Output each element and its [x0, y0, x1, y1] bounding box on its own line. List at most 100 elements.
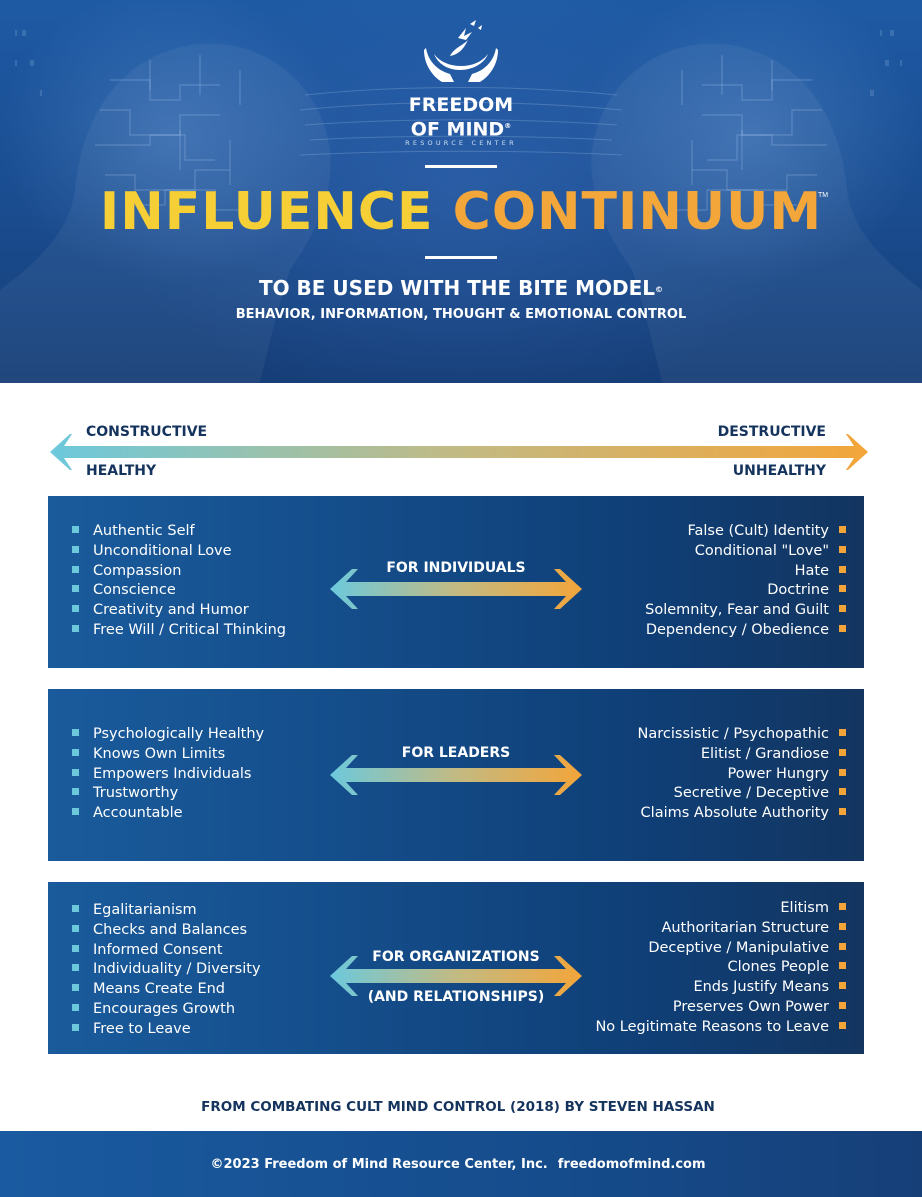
- logo-line-2: OF MIND®: [410, 118, 512, 141]
- list-item: Elitist / Grandiose: [638, 745, 846, 765]
- panel-label-organizations: FOR ORGANIZATIONS: [372, 949, 540, 965]
- panel-label-individuals: FOR INDIVIDUALS: [386, 560, 526, 576]
- orange-bullet-icon: [839, 605, 846, 613]
- teal-bullet-icon: [72, 624, 79, 632]
- header-banner: FREEDOM OF MIND® RESOURCE CENTER INFLUEN…: [0, 0, 922, 383]
- healthy-traits-list: Authentic Self Unconditional Love Compas…: [72, 522, 286, 641]
- dove-hands-logo-icon: [424, 20, 498, 82]
- logo-line-1: FREEDOM: [408, 94, 514, 116]
- unhealthy-traits-list: Narcissistic / Psychopathic Elitist / Gr…: [638, 725, 846, 824]
- orange-bullet-icon: [839, 624, 846, 632]
- teal-bullet-icon: [72, 1023, 79, 1031]
- subtitle: TO BE USED WITH THE BITE MODEL©: [258, 276, 664, 300]
- double-arrow-icon: [330, 569, 582, 609]
- list-item: Authoritarian Structure: [595, 919, 846, 939]
- orange-bullet-icon: [839, 942, 846, 950]
- list-item: Narcissistic / Psychopathic: [638, 725, 846, 745]
- list-item: Free Will / Critical Thinking: [72, 621, 286, 641]
- list-item: Egalitarianism: [72, 901, 261, 921]
- brain-circuit-background: [0, 30, 922, 383]
- list-item: Creativity and Humor: [72, 601, 286, 621]
- orange-bullet-icon: [839, 1021, 846, 1029]
- list-item: Empowers Individuals: [72, 765, 264, 785]
- list-item: Hate: [645, 562, 846, 582]
- teal-bullet-icon: [72, 768, 79, 776]
- list-item: Accountable: [72, 804, 264, 824]
- list-item: Psychologically Healthy: [72, 725, 264, 745]
- list-item: Clones People: [595, 958, 846, 978]
- list-item: Checks and Balances: [72, 921, 261, 941]
- unhealthy-traits-list: Elitism Authoritarian Structure Deceptiv…: [595, 899, 846, 1038]
- orange-bullet-icon: [839, 526, 846, 533]
- panel-label-relationships: (AND RELATIONSHIPS): [367, 989, 545, 1005]
- teal-bullet-icon: [72, 585, 79, 593]
- list-item: Individuality / Diversity: [72, 960, 261, 980]
- orange-bullet-icon: [839, 545, 846, 553]
- double-arrow-icon: [330, 956, 582, 996]
- copyright-mark: ©: [655, 285, 664, 294]
- orange-bullet-icon: [839, 903, 846, 910]
- list-item: Claims Absolute Authority: [638, 804, 846, 824]
- list-item: Free to Leave: [72, 1020, 261, 1040]
- teal-bullet-icon: [72, 984, 79, 992]
- double-arrow-icon: [330, 755, 582, 795]
- teal-bullet-icon: [72, 788, 79, 796]
- orange-bullet-icon: [839, 1001, 846, 1009]
- divider-rule-top: [425, 165, 497, 168]
- list-item: No Legitimate Reasons to Leave: [595, 1018, 846, 1038]
- list-item: Power Hungry: [638, 765, 846, 785]
- label-unhealthy: UNHEALTHY: [732, 463, 826, 479]
- subtitle-bite-description: BEHAVIOR, INFORMATION, THOUGHT & EMOTION…: [235, 307, 687, 322]
- list-item: Doctrine: [645, 581, 846, 601]
- source-citation: FROM COMBATING CULT MIND CONTROL (2018) …: [201, 1099, 715, 1115]
- teal-bullet-icon: [72, 808, 79, 816]
- teal-bullet-icon: [72, 924, 79, 932]
- page-title-part-1: INFLUENCE: [99, 182, 453, 242]
- list-item: Trustworthy: [72, 784, 264, 804]
- label-constructive: CONSTRUCTIVE: [86, 424, 208, 440]
- trademark-mark: TM: [818, 192, 829, 199]
- page-title: INFLUENCE CONTINUUM: [0, 180, 922, 244]
- panel-label-leaders: FOR LEADERS: [401, 745, 511, 761]
- website-link[interactable]: freedomofmind.com: [557, 1157, 706, 1172]
- list-item: Informed Consent: [72, 941, 261, 961]
- orange-bullet-icon: [839, 729, 846, 736]
- teal-bullet-icon: [72, 905, 79, 912]
- footer-bar: ©2023 Freedom of Mind Resource Center, I…: [0, 1131, 922, 1197]
- list-item: Conscience: [72, 581, 286, 601]
- orange-bullet-icon: [839, 788, 846, 796]
- page-title-part-2: CONTINUUM: [452, 182, 823, 242]
- healthy-traits-list: Egalitarianism Checks and Balances Infor…: [72, 901, 261, 1040]
- orange-bullet-icon: [839, 565, 846, 573]
- healthy-traits-list: Psychologically Healthy Knows Own Limits…: [72, 725, 264, 824]
- list-item: Encourages Growth: [72, 1000, 261, 1020]
- label-destructive: DESTRUCTIVE: [717, 424, 826, 440]
- teal-bullet-icon: [72, 729, 79, 736]
- list-item: Preserves Own Power: [595, 998, 846, 1018]
- panel-organizations: Egalitarianism Checks and Balances Infor…: [48, 882, 864, 1054]
- teal-bullet-icon: [72, 545, 79, 553]
- label-healthy: HEALTHY: [86, 463, 157, 479]
- teal-bullet-icon: [72, 565, 79, 573]
- list-item: Means Create End: [72, 980, 261, 1000]
- copyright-text: ©2023 Freedom of Mind Resource Center, I…: [210, 1157, 548, 1172]
- panel-leaders: Psychologically Healthy Knows Own Limits…: [48, 689, 864, 861]
- panel-individuals: Authentic Self Unconditional Love Compas…: [48, 496, 864, 668]
- constructive-destructive-spectrum-arrow: [50, 434, 868, 470]
- list-item: Knows Own Limits: [72, 745, 264, 765]
- orange-bullet-icon: [839, 808, 846, 816]
- list-item: Compassion: [72, 562, 286, 582]
- orange-bullet-icon: [839, 962, 846, 970]
- list-item: Elitism: [595, 899, 846, 919]
- list-item: Unconditional Love: [72, 542, 286, 562]
- teal-bullet-icon: [72, 526, 79, 533]
- list-item: False (Cult) Identity: [645, 522, 846, 542]
- orange-bullet-icon: [839, 585, 846, 593]
- list-item: Conditional "Love": [645, 542, 846, 562]
- teal-bullet-icon: [72, 944, 79, 952]
- orange-bullet-icon: [839, 922, 846, 930]
- unhealthy-traits-list: False (Cult) Identity Conditional "Love"…: [645, 522, 846, 641]
- copyright-line: ©2023 Freedom of Mind Resource Center, I…: [0, 1156, 916, 1174]
- logo-subtitle: RESOURCE CENTER: [405, 139, 517, 147]
- orange-bullet-icon: [839, 768, 846, 776]
